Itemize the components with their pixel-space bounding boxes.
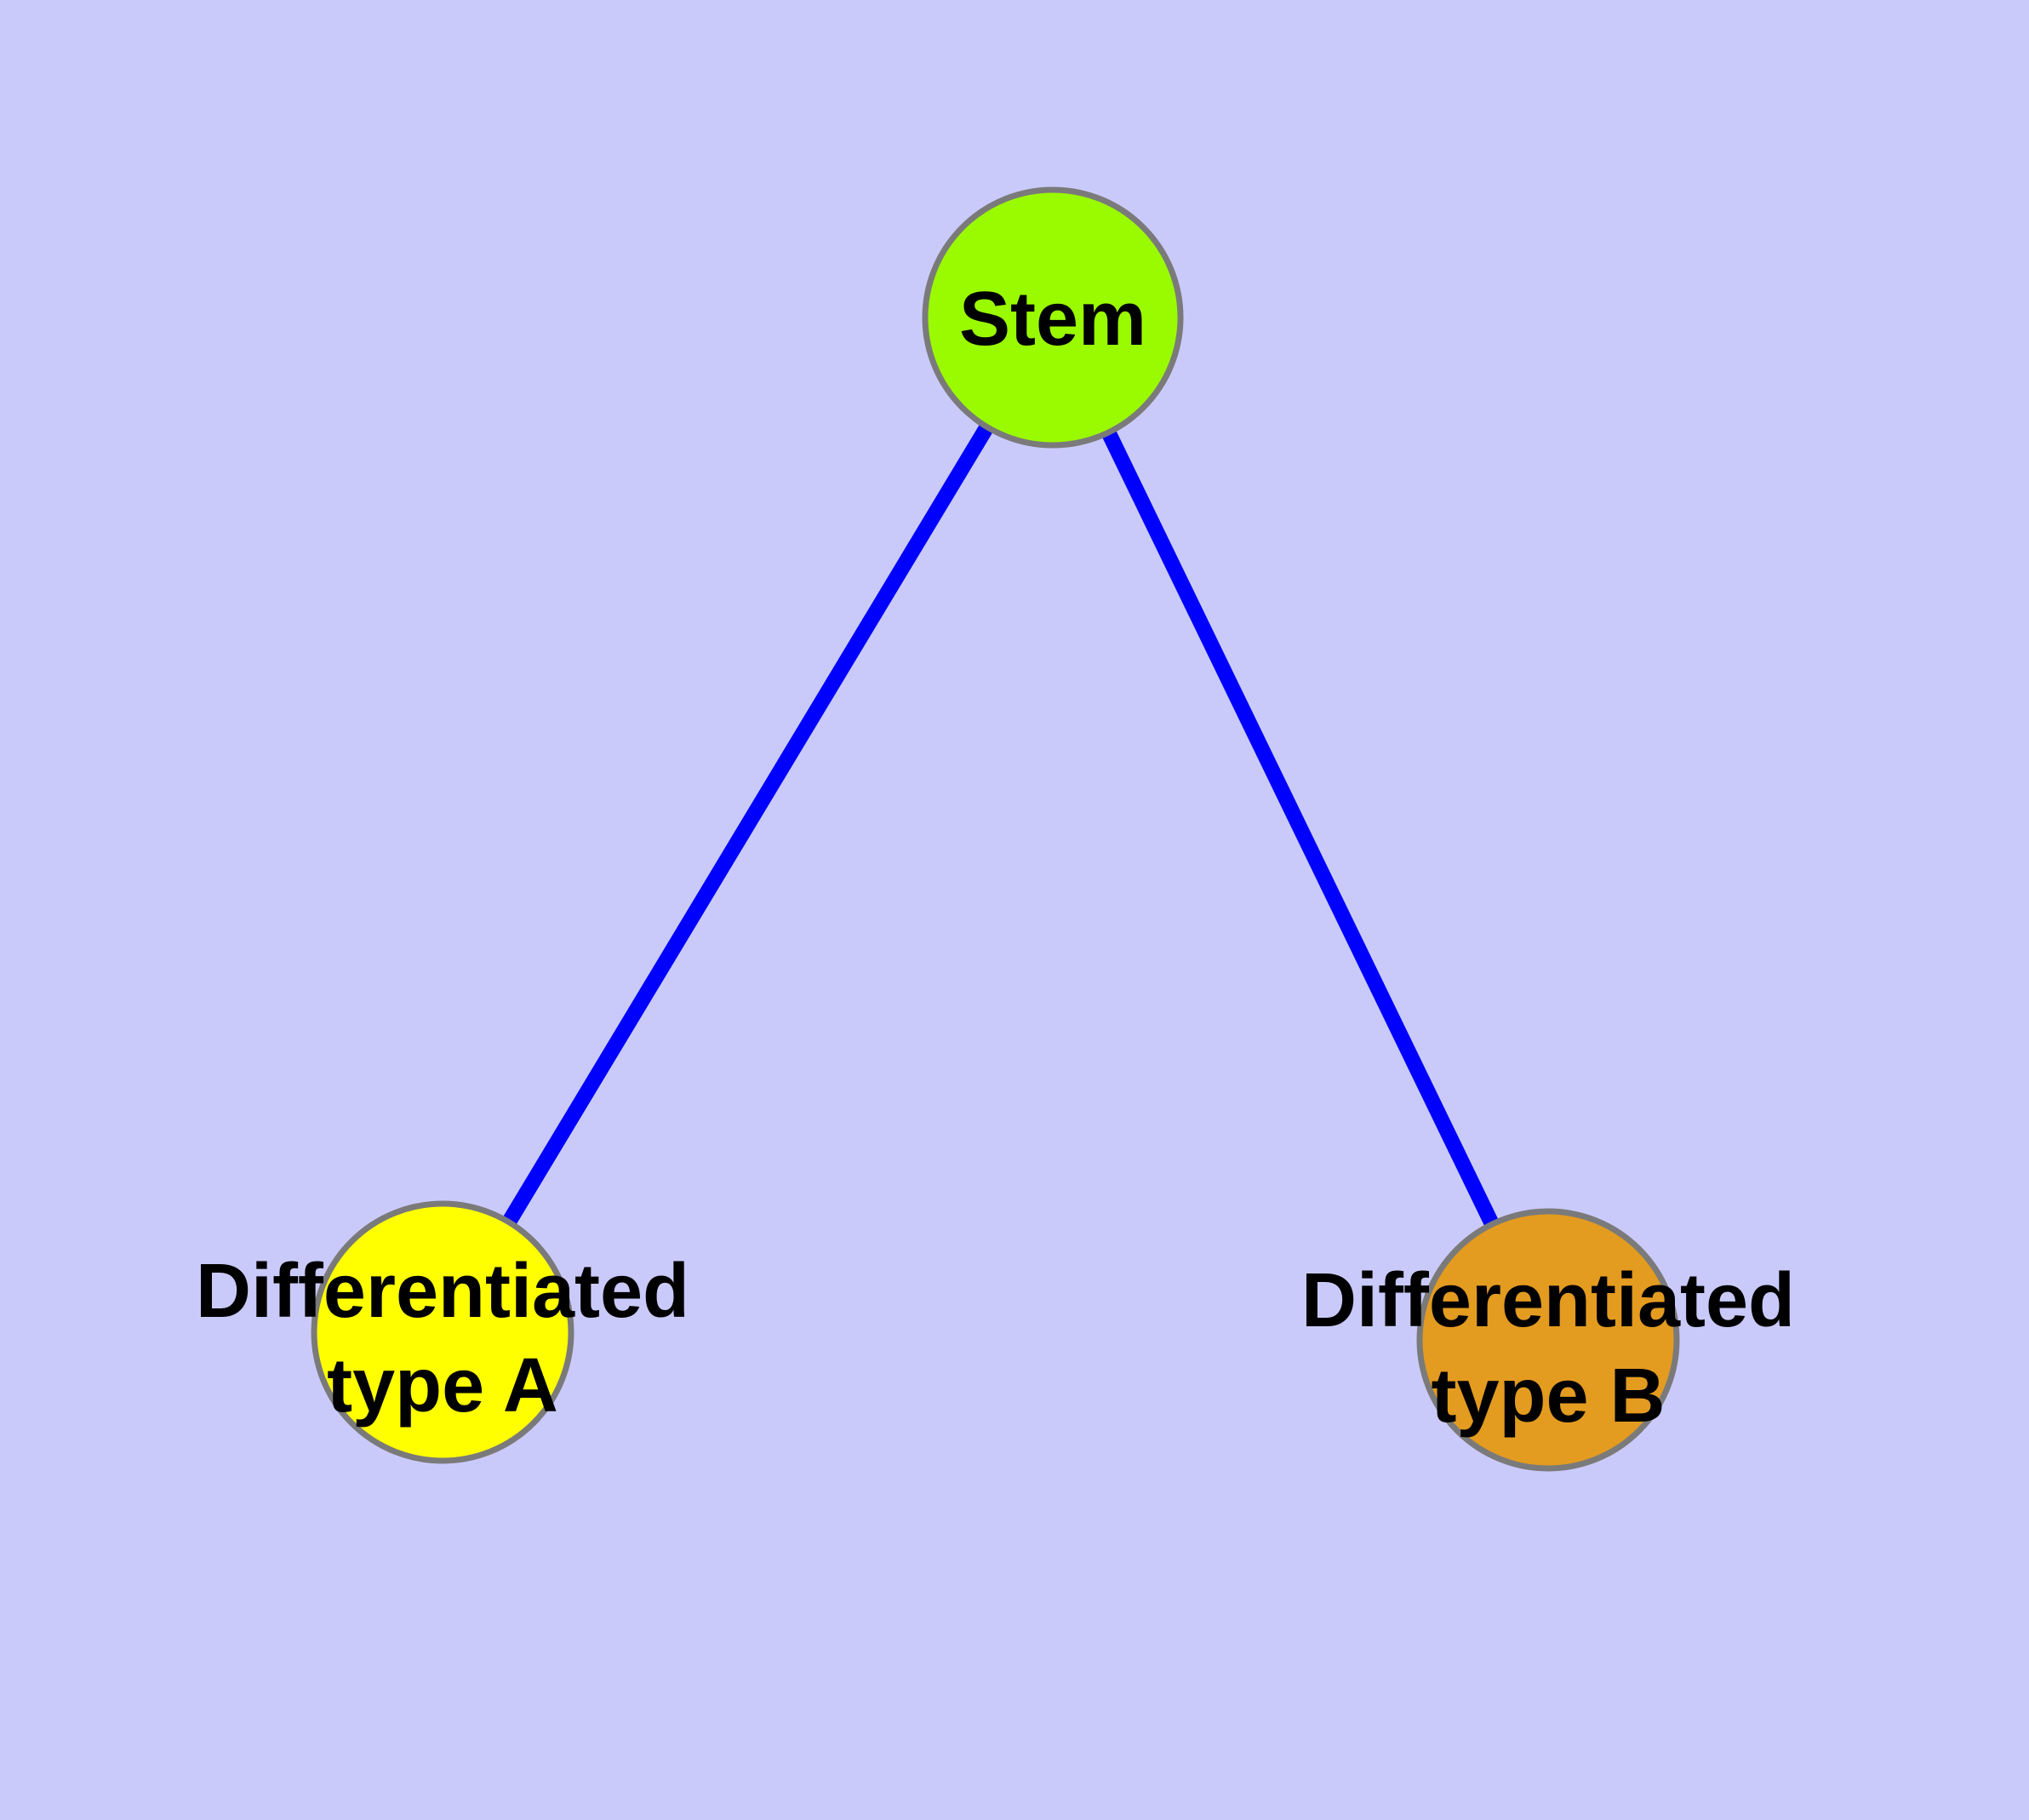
- node-type-b-label-line1: Differentiated: [1301, 1258, 1795, 1343]
- node-stem: Stem: [922, 186, 1184, 449]
- node-type-a-label-line2: type A: [327, 1343, 558, 1428]
- node-differentiated-type-b: Differentiated type B: [1301, 1208, 1795, 1472]
- node-stem-label: Stem: [959, 277, 1146, 362]
- node-stem-circle: [922, 186, 1184, 449]
- node-type-b-circle: [1416, 1208, 1680, 1472]
- edge-stem-to-type-b: [1045, 314, 1556, 1343]
- node-type-a-circle: [311, 1200, 574, 1464]
- node-type-a-label-line1: Differentiated: [196, 1249, 689, 1334]
- edge-stem-to-type-a: [436, 313, 1060, 1336]
- node-type-b-label-line2: type B: [1431, 1354, 1665, 1439]
- node-differentiated-type-a: Differentiated type A: [196, 1200, 689, 1464]
